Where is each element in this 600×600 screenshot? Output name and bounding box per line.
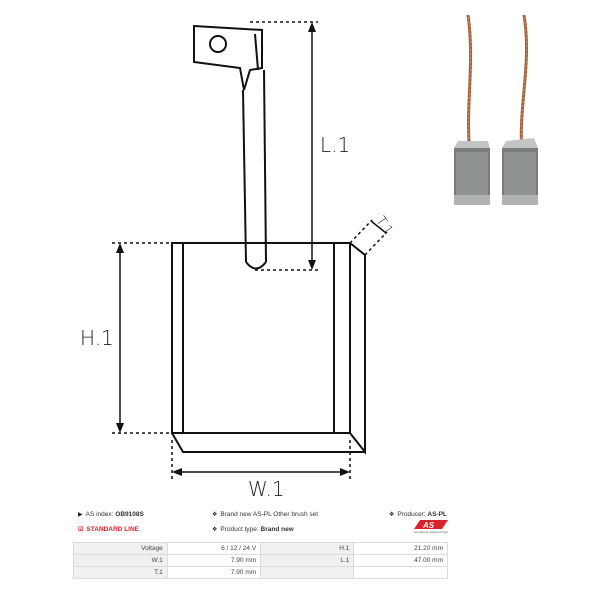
product-description: ❖Brand new AS-PL Other brush set <box>212 511 319 518</box>
info-icon: ❖ <box>389 512 395 518</box>
spec-key: T.1 <box>73 566 168 579</box>
spec-value: 7.90 mm <box>166 554 262 567</box>
info-icon: ❖ <box>212 527 218 533</box>
spec-key: H.1 <box>260 542 355 555</box>
tag-icon: ▶ <box>78 512 83 518</box>
spec-table: Voltage 6 / 12 / 24 V H.1 21.20 mm W.1 7… <box>73 542 448 579</box>
terminal-slot <box>254 33 259 71</box>
spec-value: 6 / 12 / 24 V <box>166 542 262 555</box>
spec-key: W.1 <box>73 554 168 567</box>
table-row: T.1 7.90 mm <box>73 566 448 579</box>
brush-bottom-face <box>171 432 365 453</box>
product-photo <box>454 14 538 205</box>
as-index: ▶AS index: OB9108S <box>78 511 144 518</box>
table-row: Voltage 6 / 12 / 24 V H.1 21.20 mm <box>73 542 448 555</box>
h1-label: H.1 <box>80 326 114 350</box>
spec-key: Voltage <box>73 542 168 555</box>
spec-value: 7.90 mm <box>166 566 262 579</box>
lead-wire-end <box>245 261 267 270</box>
t1-dimension-line <box>370 220 387 234</box>
product-type-value: Brand new <box>260 526 294 533</box>
as-index-value: OB9108S <box>115 511 144 518</box>
checkbox-icon: ☑ <box>78 527 84 533</box>
lead-wire-left <box>242 89 247 263</box>
lead-terminal <box>193 24 263 91</box>
as-pl-logo: AS International, Inspiring & Fresh <box>414 520 448 534</box>
spec-key <box>260 566 355 579</box>
svg-text:International, Inspiring & Fre: International, Inspiring & Fresh <box>414 531 448 534</box>
t1-label: T.1 <box>373 214 396 238</box>
brush-side-face <box>349 242 366 455</box>
spec-value: 21.20 mm <box>353 542 448 555</box>
terminal-hole <box>209 35 227 53</box>
spec-key: L.1 <box>260 554 355 567</box>
lead-wire-right <box>263 69 267 263</box>
producer-value: AS-PL <box>427 511 447 518</box>
l1-label: L.1 <box>320 133 350 157</box>
spec-value: 47.00 mm <box>353 554 448 567</box>
product-type: ❖Product type: Brand new <box>212 526 294 533</box>
standard-line: ☑STANDARD LINE <box>78 526 139 533</box>
svg-text:AS: AS <box>422 521 435 530</box>
producer: ❖Producer: AS-PL <box>389 511 447 518</box>
spec-value <box>353 566 448 579</box>
table-row: W.1 7.90 mm L.1 47.00 mm <box>73 554 448 567</box>
w1-label: W.1 <box>248 477 285 500</box>
technical-drawing: L.1 H.1 W.1 T.1 <box>80 21 396 500</box>
brush-body-outline <box>171 242 351 434</box>
info-icon: ❖ <box>212 512 218 518</box>
